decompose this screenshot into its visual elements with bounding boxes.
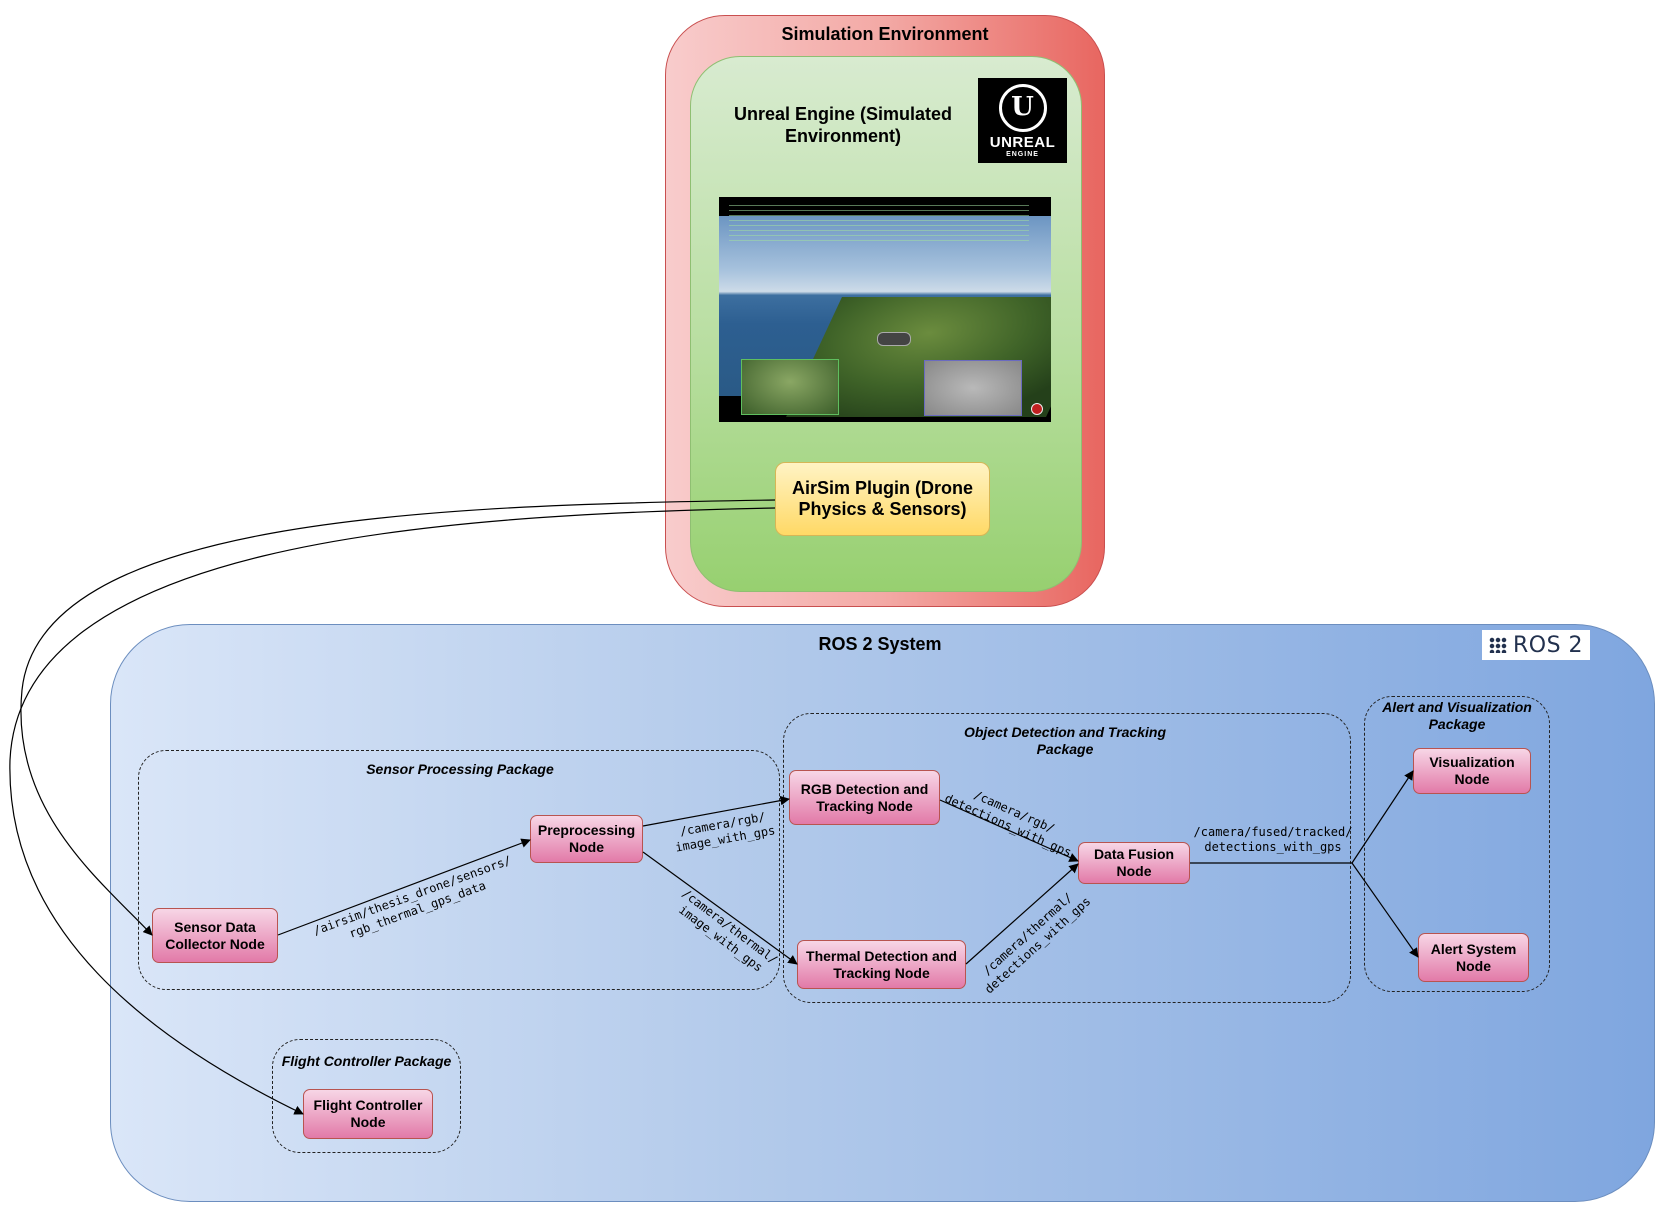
ros2-system-title: ROS 2 System — [818, 634, 942, 654]
airsim-plugin-node[interactable]: AirSim Plugin (Drone Physics & Sensors) — [775, 462, 990, 536]
unreal-engine-title: Unreal Engine (Simulated Environment) — [733, 104, 953, 146]
edge-airsim-to-sensor-collector — [20, 499, 776, 936]
topic-fused-detections-label: /camera/fused/tracked/ detections_with_g… — [1193, 825, 1353, 854]
sensor-processing-package-label: Sensor Processing Package — [366, 761, 554, 777]
unreal-logo-sub: ENGINE — [1006, 151, 1039, 158]
unreal-engine-logo: UNREAL ENGINE — [978, 78, 1067, 163]
data-fusion-node[interactable]: Data Fusion Node — [1078, 842, 1190, 884]
ros-logo-text: ROS 2 — [1512, 632, 1584, 658]
alert-system-node[interactable]: Alert System Node — [1418, 933, 1529, 982]
screenshot-log-overlay — [729, 205, 1029, 245]
sensor-processing-package — [138, 750, 780, 990]
thermal-camera-inset — [924, 360, 1022, 416]
object-detection-package-label: Object Detection and Tracking Package — [963, 724, 1166, 757]
flight-controller-package — [272, 1039, 461, 1153]
unreal-u-icon — [998, 84, 1047, 132]
ros-dots-icon — [1488, 637, 1507, 653]
alert-visualization-package-label: Alert and Visualization Package — [1382, 699, 1532, 732]
record-icon — [1031, 403, 1043, 415]
edge-thermal-to-fusion — [965, 863, 1079, 965]
thermal-detection-node[interactable]: Thermal Detection and Tracking Node — [797, 940, 966, 989]
edge-airsim-to-flight-controller — [9, 507, 776, 1115]
ros2-logo: ROS 2 — [1482, 630, 1590, 660]
object-detection-package — [783, 713, 1351, 1003]
visualization-node[interactable]: Visualization Node — [1413, 748, 1531, 794]
edge-fusion-to-visualization — [1351, 770, 1414, 864]
flight-controller-package-label: Flight Controller Package — [281, 1053, 452, 1069]
edge-sensor-to-preprocessing — [277, 838, 531, 936]
edge-preprocessing-to-rgb — [642, 795, 790, 827]
unreal-logo-word: UNREAL — [989, 134, 1056, 151]
drone-icon — [877, 332, 911, 346]
flight-controller-node[interactable]: Flight Controller Node — [303, 1089, 433, 1139]
edge-rgb-to-fusion — [939, 799, 1079, 862]
simulation-environment-title: Simulation Environment — [781, 24, 989, 44]
simulation-screenshot — [719, 197, 1051, 422]
rgb-detection-node[interactable]: RGB Detection and Tracking Node — [789, 770, 940, 825]
rgb-camera-inset — [741, 359, 839, 415]
edge-preprocessing-to-thermal — [642, 851, 798, 965]
preprocessing-node[interactable]: Preprocessing Node — [530, 815, 643, 863]
edge-fusion-to-alert — [1351, 862, 1419, 958]
